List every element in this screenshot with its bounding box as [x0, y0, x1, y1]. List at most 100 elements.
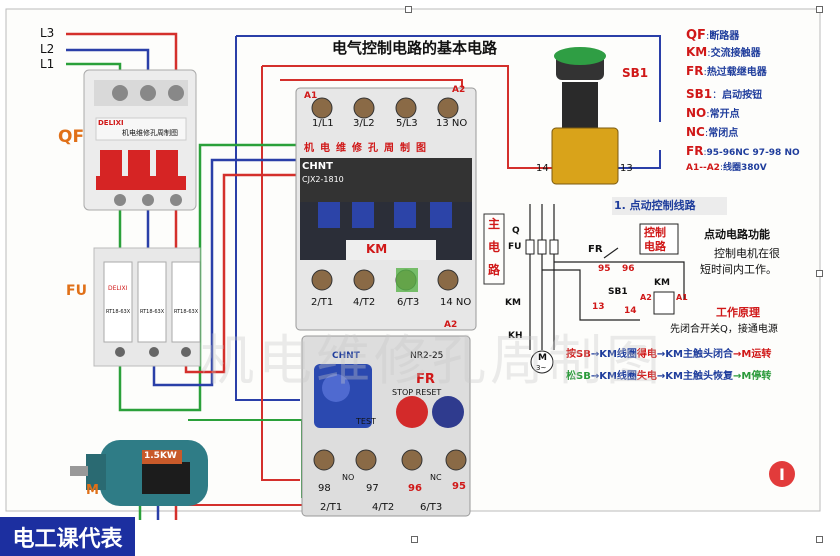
motor-label: M — [86, 483, 99, 498]
sb1-terminal-13: 13 — [620, 163, 633, 174]
km-terminal-1l1: 1/L1 — [312, 118, 334, 129]
step-release-coil: →KM线圈 — [590, 371, 637, 382]
page-title: 电气控制电路的基本电路 — [332, 39, 498, 57]
sb1-label: SB1 — [622, 66, 649, 80]
legend-sep: : — [703, 148, 707, 158]
schem-sb1: SB1 — [608, 287, 628, 297]
schem-km: KM — [505, 298, 521, 308]
schem-q: Q — [512, 226, 520, 236]
km-brand: CHNT — [302, 161, 333, 172]
legend-text: 常开点 — [709, 109, 740, 120]
fu-text-3: RT18-63X — [174, 309, 199, 315]
step-press: 按SB→KM线圈得电→KM主触头闭合→M运转 — [566, 350, 771, 360]
legend-key: FR — [686, 144, 704, 158]
fr-brand: CHNT — [332, 351, 360, 361]
main-circuit-char-1: 主 — [488, 217, 501, 231]
fu-text-2: RT18-63X — [140, 309, 165, 315]
qf-label: QF — [58, 127, 85, 147]
legend-item: FR:95-96NC 97-98 NO — [686, 145, 800, 158]
step-press-action: 按SB — [566, 349, 591, 360]
qf-brand: DELIXI — [98, 119, 124, 127]
km-terminal-6t3: 6/T3 — [397, 297, 420, 308]
legend-sep: : — [705, 31, 710, 42]
step-press-contact: →KM主触头闭合 — [656, 349, 734, 360]
legend-item: NC:常闭点 — [686, 126, 800, 139]
phase-label-l2: L2 — [40, 42, 55, 56]
fr-test: TEST — [356, 417, 376, 426]
legend-sep: : — [704, 128, 709, 139]
fr-contact-98: 98 — [318, 483, 331, 494]
phase-label-l1: L1 — [40, 57, 55, 71]
schem-a1: A1 — [676, 293, 688, 302]
km-a1-label: A1 — [304, 91, 318, 101]
fu-brand-1: DELIXI — [108, 285, 128, 292]
sb1-terminal-14: 14 — [536, 163, 549, 174]
section-title: 1. 点动控制线路 — [614, 199, 696, 212]
qf-module-text: 机电维修孔周制图 — [122, 129, 178, 137]
legend-text: 交流接触器 — [710, 48, 761, 59]
km-terminal-13no: 13 NO — [436, 118, 468, 129]
cursor-indicator: I — [769, 461, 795, 487]
resize-handle-top-right[interactable] — [816, 6, 823, 13]
fu-text-1: RT18-63X — [106, 309, 131, 315]
legend-item: QF:断路器 — [686, 29, 800, 42]
resize-handle-bottom-right[interactable] — [816, 536, 823, 543]
step-release-result: →M停转 — [733, 371, 772, 382]
legend-item: A1--A2:线圈380V — [686, 164, 800, 173]
km-label: KM — [366, 242, 388, 256]
phase-label-l3: L3 — [40, 26, 55, 40]
fr-bottom-2t1: 2/T1 — [320, 502, 343, 513]
fr-bottom-6t3: 6/T3 — [420, 502, 443, 513]
control-circuit-line-2: 电路 — [644, 240, 666, 253]
control-circuit-line-1: 控制 — [644, 226, 666, 239]
resize-handle-bottom[interactable] — [411, 536, 418, 543]
legend: QF:断路器 KM:交流接触器 FR:热过载继电器 SB1：启动按钮 NO:常开… — [686, 29, 800, 173]
legend-item: SB1：启动按钮 — [686, 88, 800, 101]
fr-contact-97: 97 — [366, 483, 379, 494]
schem-96: 96 — [622, 264, 635, 274]
legend-text: 95-96NC 97-98 NO — [706, 148, 800, 158]
legend-key: NO — [686, 106, 707, 120]
fr-nc: NC — [430, 473, 442, 482]
main-circuit-char-2: 电 — [488, 240, 501, 254]
cursor-glyph: I — [779, 464, 785, 484]
motor-power: 1.5KW — [144, 451, 177, 461]
schem-a2: A2 — [640, 293, 652, 302]
principle-line: 先闭合开关Q，接通电源 — [670, 324, 778, 335]
function-title: 点动电路功能 — [704, 228, 770, 241]
km-terminal-14no: 14 NO — [440, 297, 472, 308]
legend-key: A1--A2 — [686, 163, 720, 173]
fr-contact-95: 95 — [452, 481, 466, 492]
km-model: CJX2-1810 — [302, 175, 344, 184]
legend-key: KM — [686, 45, 708, 59]
schem-km-coil: KM — [654, 278, 670, 288]
main-circuit-char-3: 路 — [488, 263, 501, 277]
legend-sep: : — [719, 163, 723, 173]
legend-key: QF — [686, 28, 706, 43]
fr-label: FR — [416, 372, 435, 387]
fu-label: FU — [66, 283, 87, 299]
legend-text: 线圈380V — [722, 163, 767, 173]
fr-bottom-4t2: 4/T2 — [372, 502, 395, 513]
legend-sep: : — [703, 67, 707, 78]
step-release-action: 松SB — [566, 371, 591, 382]
legend-item: KM:交流接触器 — [686, 46, 800, 59]
legend-item: NO:常开点 — [686, 107, 800, 120]
legend-key: FR — [686, 64, 704, 78]
legend-text: 热过载继电器 — [706, 67, 767, 78]
km-terminal-2t1: 2/T1 — [311, 297, 334, 308]
legend-sep: : — [706, 109, 710, 120]
km-terminal-5l3: 5/L3 — [396, 118, 418, 129]
fr-no: NO — [342, 473, 355, 482]
km-terminal-3l2: 3/L2 — [353, 118, 375, 129]
legend-key: NC — [686, 125, 705, 139]
step-press-state: 得电 — [636, 349, 657, 360]
schem-motor-3phase: 3~ — [536, 364, 547, 372]
resize-handle-right[interactable] — [816, 270, 823, 277]
schem-13: 13 — [592, 302, 605, 312]
resize-handle-top[interactable] — [405, 6, 412, 13]
legend-text: 常闭点 — [708, 128, 739, 139]
km-a2-label: A2 — [452, 85, 466, 95]
